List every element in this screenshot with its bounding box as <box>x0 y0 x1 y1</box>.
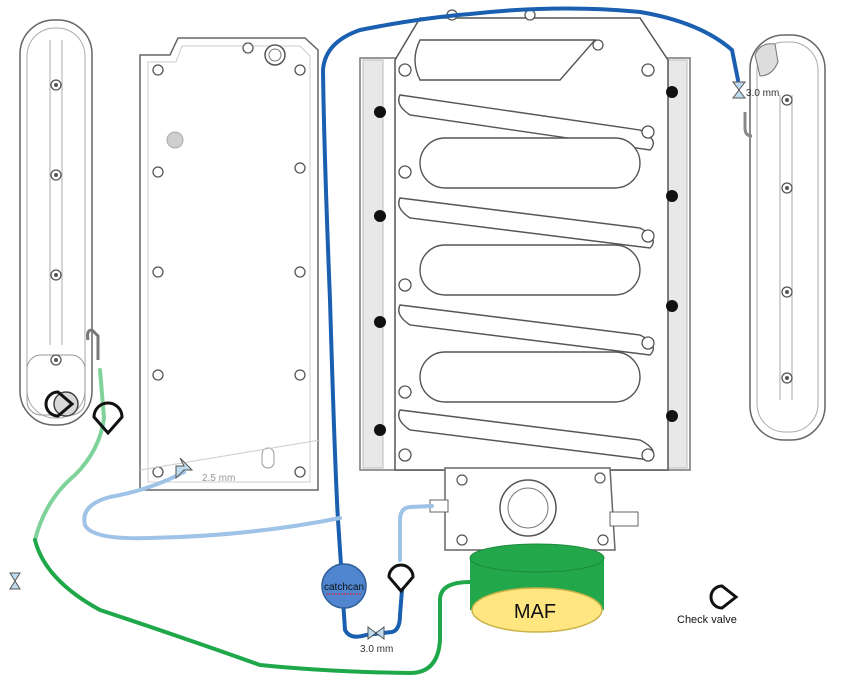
catch-can: catchcan <box>321 563 367 609</box>
intake-manifold <box>359 9 691 471</box>
maf-label: MAF <box>514 601 556 623</box>
restrictor-left-label: 2.5 mm <box>202 473 235 484</box>
legend-check-valve-label: Check valve <box>677 614 737 626</box>
left-valve-cover <box>19 19 100 426</box>
hose-light-blue-throttle <box>398 504 434 562</box>
restrictor-icon <box>9 572 21 590</box>
restrictor-icon <box>367 626 385 640</box>
hose-light-green-left <box>33 368 106 542</box>
maf-sensor: MAF <box>469 543 605 633</box>
check-valve-icon <box>387 563 415 594</box>
hose-green-loop <box>33 538 472 675</box>
restrictor-top-label: 3.0 mm <box>746 88 779 99</box>
restrictor-icon <box>175 457 194 480</box>
check-valve-icon <box>709 584 739 610</box>
right-valve-cover <box>743 34 826 441</box>
check-valve-icon <box>44 390 75 418</box>
valley-cover-plate <box>139 37 321 491</box>
hose-light-blue-left <box>82 470 342 541</box>
throttle-body <box>429 467 639 551</box>
restrictor-icon <box>732 81 746 99</box>
restrictor-bottom-label: 3.0 mm <box>360 644 393 655</box>
catchcan-label: catchcan <box>324 582 364 593</box>
hose-top-dark-blue <box>321 6 740 582</box>
check-valve-icon <box>92 401 124 436</box>
